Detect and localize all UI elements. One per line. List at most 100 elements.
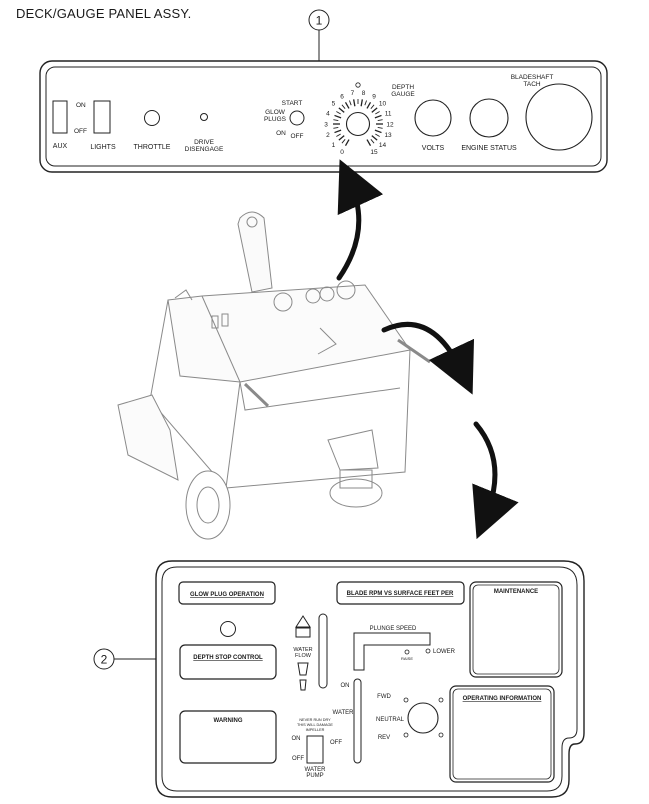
dial-number: 0	[340, 149, 344, 156]
dial-number: 8	[362, 90, 366, 97]
dial-tick	[344, 102, 350, 109]
dial-tick	[344, 139, 350, 146]
dial-tick	[360, 99, 363, 107]
aux-off-label: OFF	[74, 128, 87, 135]
drive-label-2: DISENGAGE	[185, 146, 224, 153]
rev-indicator	[403, 732, 409, 738]
water-pump-label-1: WATER	[305, 767, 327, 773]
glow-label-2: PLUGS	[264, 116, 287, 123]
dial-number: 9	[372, 94, 376, 101]
warning-decal	[179, 710, 277, 764]
dial-tick	[374, 114, 382, 119]
fwd-label: FWD	[377, 694, 391, 700]
water-pump-label-2: PUMP	[306, 773, 323, 779]
water-flow-indicator-low	[299, 679, 307, 691]
fine-print-3: IMPELLER	[306, 728, 325, 732]
dial-tick	[336, 111, 341, 115]
dial-tick	[334, 114, 342, 119]
water-slot[interactable]	[353, 678, 362, 764]
lights-switch[interactable]	[93, 100, 111, 134]
dial-tick	[374, 129, 382, 134]
water-flow-label-2: FLOW	[295, 653, 312, 659]
depth-gauge-knob[interactable]	[345, 111, 371, 137]
direction-indicator-bottom	[438, 732, 444, 738]
svg-text:2: 2	[101, 653, 108, 667]
direction-control-knob[interactable]	[407, 702, 439, 734]
tach-label-2: TACH	[523, 81, 541, 88]
dial-tick	[366, 139, 372, 146]
glow-on-label: ON	[276, 130, 286, 137]
glow-plug-button[interactable]	[220, 621, 236, 637]
dial-tick	[364, 100, 367, 106]
svg-text:1: 1	[316, 14, 323, 28]
dial-number: 2	[326, 132, 330, 139]
plunge-speed-label: PLUNGE SPEED	[370, 626, 417, 632]
pump-off-right-label: OFF	[330, 740, 342, 746]
glow-label-1: GLOW	[265, 109, 286, 116]
dial-tick	[375, 133, 380, 137]
dial-tick	[353, 99, 356, 107]
water-pump-switch[interactable]	[306, 735, 324, 764]
direction-indicator-top	[438, 697, 444, 703]
dial-tick	[371, 135, 378, 141]
raise-indicator	[404, 649, 410, 655]
engine-status-gauge	[469, 98, 509, 138]
water-flow-label-1: WATER	[293, 647, 312, 653]
dial-tick	[377, 127, 383, 129]
water-flow-valve[interactable]	[295, 627, 311, 638]
dial-tick	[377, 119, 383, 121]
dial-number: 10	[379, 101, 387, 108]
depth-stop-control-label: DEPTH STOP CONTROL	[193, 655, 263, 661]
aux-switch[interactable]	[52, 100, 68, 134]
gauge-panel: AUX ON OFF LIGHTS THROTTLE DRIVE DISENGA…	[39, 60, 608, 173]
fine-print-1: NEVER RUN DRY	[299, 718, 331, 722]
neutral-label: NEUTRAL	[376, 717, 405, 723]
lower-label: LOWER	[433, 649, 456, 655]
dial-tick	[338, 135, 345, 141]
aux-on-label: ON	[76, 102, 86, 109]
lights-label: LIGHTS	[90, 144, 116, 151]
depth-stop-control-decal	[179, 644, 277, 680]
plunge-speed-lever[interactable]	[353, 632, 431, 671]
dial-tick	[370, 104, 375, 109]
depth-label-1: DEPTH	[392, 84, 414, 91]
dial-number: 7	[351, 90, 355, 97]
tach-label-1: BLADESHAFT	[511, 74, 554, 81]
glow-plug-operation-decal	[178, 581, 276, 605]
glow-plug-switch[interactable]	[289, 110, 305, 126]
page-title: DECK/GAUGE PANEL ASSY.	[16, 6, 192, 21]
blade-rpm-decal	[336, 581, 465, 605]
pump-off-left-label: OFF	[292, 756, 304, 762]
glow-off-label: OFF	[291, 133, 304, 140]
dial-tick	[349, 100, 352, 106]
dial-tick	[375, 111, 380, 115]
volts-gauge	[414, 99, 452, 137]
water-label: WATER	[333, 710, 355, 716]
lower-indicator	[425, 648, 431, 654]
machine-illustration	[117, 211, 431, 540]
depth-label-2: GAUGE	[391, 91, 415, 98]
pump-on-label: ON	[292, 736, 301, 742]
dial-number: 11	[385, 110, 392, 117]
water-on-label: ON	[341, 683, 350, 689]
start-label: START	[282, 100, 303, 107]
maintenance-label: MAINTENANCE	[494, 589, 538, 595]
dial-tick	[366, 102, 372, 109]
fine-print-2: THIS WILL DAMAGE	[297, 723, 333, 727]
dial-number: 1	[332, 142, 336, 149]
throttle-slot[interactable]	[318, 613, 328, 689]
fwd-indicator	[403, 697, 409, 703]
dial-number: 15	[370, 149, 378, 156]
drive-disengage-button[interactable]	[200, 113, 208, 121]
water-flow-arrow-icon	[295, 615, 311, 628]
dial-number: 5	[332, 101, 336, 108]
rev-label: REV	[378, 735, 390, 741]
dial-tick	[338, 107, 345, 113]
throttle-knob[interactable]	[144, 110, 160, 126]
dial-number: 14	[379, 142, 387, 149]
maintenance-decal	[469, 581, 563, 678]
bladeshaft-tach-gauge	[525, 83, 593, 151]
dial-number: 12	[386, 121, 394, 128]
